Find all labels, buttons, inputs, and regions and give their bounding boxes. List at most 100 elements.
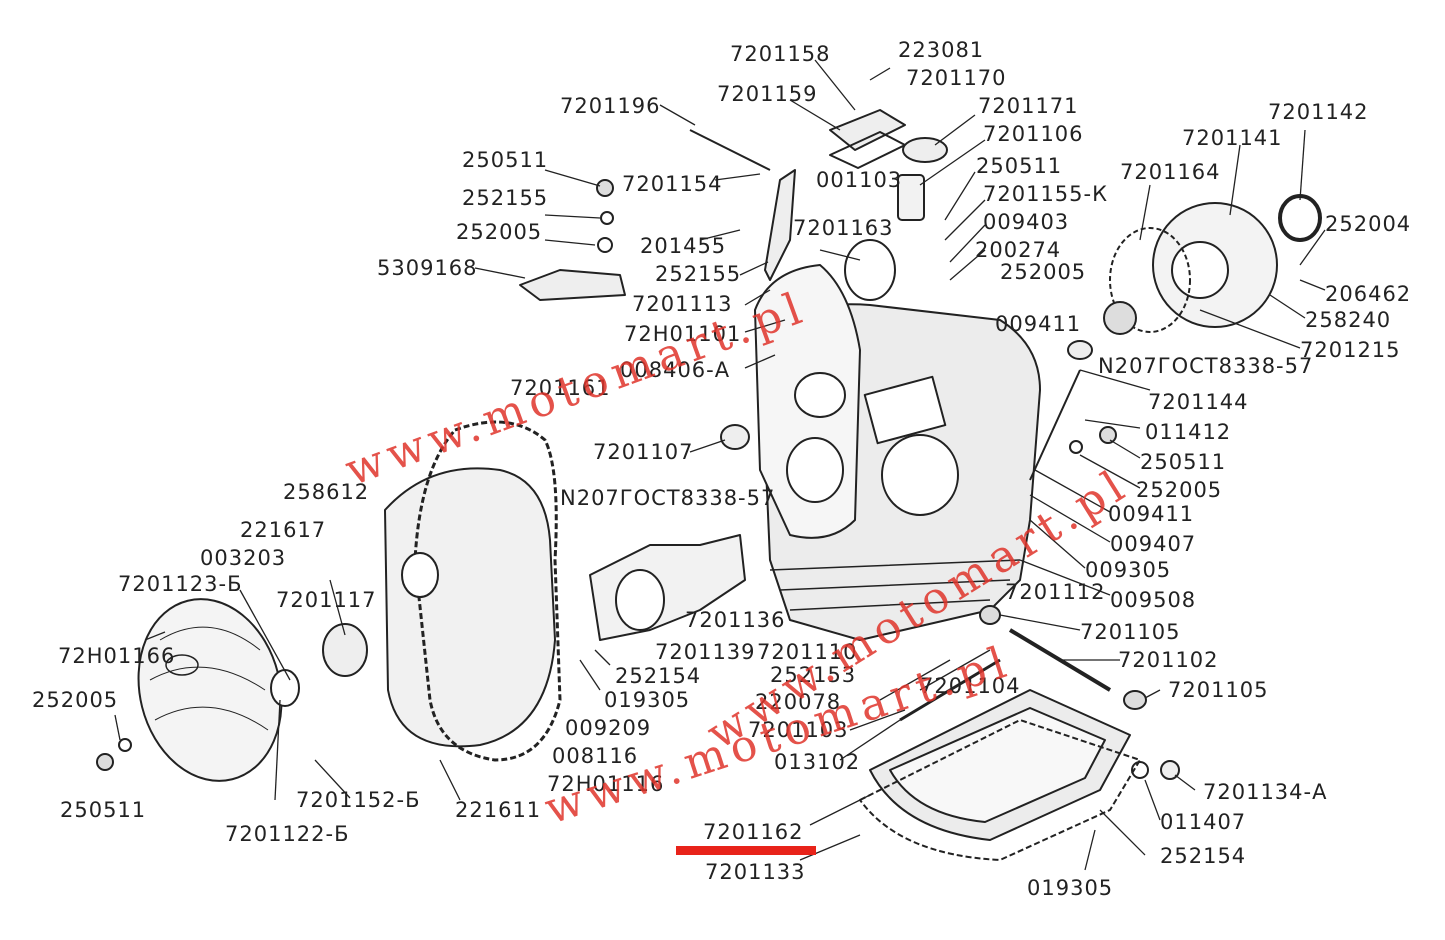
label-7201105-a: 7201105	[1080, 620, 1181, 644]
label-7201112: 7201112	[1005, 580, 1106, 604]
label-7201155-k: 7201155-К	[983, 182, 1109, 206]
rear-bearing	[1103, 301, 1137, 335]
label-252004: 252004	[1325, 212, 1412, 236]
label-011407: 011407	[1160, 810, 1247, 834]
cylinder-bore-1	[794, 372, 846, 418]
label-5309168: 5309168	[377, 256, 478, 280]
label-019305-a: 019305	[604, 688, 691, 712]
label-252155-b: 252155	[655, 262, 742, 286]
oil-sump-inner	[889, 707, 1106, 823]
label-252154-b: 252154	[1160, 844, 1247, 868]
bearing-cup	[401, 552, 439, 598]
label-250511-b: 250511	[976, 154, 1063, 178]
label-7201103: 7201103	[748, 718, 849, 742]
highlight-underline	[676, 846, 816, 855]
cylinder-bore-2	[786, 437, 844, 503]
label-7201144: 7201144	[1148, 390, 1249, 414]
label-7201105-b: 7201105	[1168, 678, 1269, 702]
label-7201110: 7201110	[757, 640, 858, 664]
label-250511-c: 250511	[1140, 450, 1227, 474]
seal-ring	[270, 669, 300, 707]
label-009305: 009305	[1085, 558, 1172, 582]
label-009411-a: 009411	[995, 312, 1082, 336]
label-7201142: 7201142	[1268, 100, 1369, 124]
drain-washer	[1131, 761, 1149, 779]
cylinder-port	[863, 375, 947, 445]
washer-252005	[597, 237, 613, 253]
label-7201106: 7201106	[983, 122, 1084, 146]
label-7201196: 7201196	[560, 94, 661, 118]
label-001103: 001103	[816, 168, 903, 192]
label-7201215: 7201215	[1300, 338, 1401, 362]
label-7201158: 7201158	[730, 42, 831, 66]
label-7201161: 7201161	[510, 376, 611, 400]
label-252005-c: 252005	[1136, 478, 1223, 502]
label-7201133: 7201133	[705, 860, 806, 884]
label-252154-a: 252154	[615, 664, 702, 688]
cylinder-bore-3	[881, 434, 959, 516]
rear-oil-seal	[1278, 194, 1322, 242]
rear-cover-bore	[1171, 241, 1229, 299]
label-n207-gost-b: N207ГОСТ8338-57	[560, 486, 776, 510]
label-250511-a: 250511	[462, 148, 549, 172]
label-200274: 200274	[975, 238, 1062, 262]
label-220078: 220078	[755, 690, 842, 714]
filler-sleeve	[897, 174, 925, 221]
label-008406-a: 008406-А	[620, 358, 731, 382]
drain-plug	[1160, 760, 1180, 780]
label-221611: 221611	[455, 798, 542, 822]
crankcase-left-cover	[384, 467, 556, 748]
breather-plate	[829, 109, 906, 151]
label-7201154: 7201154	[622, 172, 723, 196]
label-7201141: 7201141	[1182, 126, 1283, 150]
bearing-housing-bore	[615, 569, 665, 631]
bearing-seal	[322, 623, 368, 677]
label-7201102: 7201102	[1118, 648, 1219, 672]
roller-7201107	[720, 424, 750, 450]
nut-right	[1099, 426, 1117, 444]
gasket-ring	[844, 239, 896, 301]
label-009209: 009209	[565, 716, 652, 740]
dipstick-cap	[1067, 340, 1093, 360]
label-252155-a: 252155	[462, 186, 549, 210]
label-011412: 011412	[1145, 420, 1232, 444]
side-cover-small-ribs	[149, 626, 269, 731]
label-009411-b: 009411	[1108, 502, 1195, 526]
washer-252155	[600, 211, 614, 225]
lever-bracket	[519, 269, 626, 301]
label-252005-d: 252005	[32, 688, 119, 712]
pipe-rod	[899, 658, 1001, 722]
cover-emblem	[165, 654, 199, 676]
label-7201152-b: 7201152-Б	[296, 788, 421, 812]
seal-7201105	[1123, 690, 1147, 710]
label-7201117: 7201117	[276, 588, 377, 612]
shift-lever	[764, 169, 796, 281]
label-7201164: 7201164	[1120, 160, 1221, 184]
block-ribs	[769, 559, 1021, 611]
label-n207-gost-a: N207ГОСТ8338-57	[1098, 354, 1314, 378]
label-7201123-b: 7201123-Б	[118, 572, 243, 596]
label-72h01101: 72Н01101	[624, 322, 742, 346]
label-009403: 009403	[983, 210, 1070, 234]
label-7201162: 7201162	[703, 820, 804, 844]
seal-7201105-upper	[979, 605, 1001, 625]
label-201455: 201455	[640, 234, 727, 258]
leader-lines	[114, 59, 1326, 871]
label-013102: 013102	[774, 750, 861, 774]
sump-gasket	[859, 719, 1141, 861]
label-258612: 258612	[283, 480, 370, 504]
label-7201104: 7201104	[920, 674, 1021, 698]
label-223081: 223081	[898, 38, 985, 62]
label-206462: 206462	[1325, 282, 1412, 306]
washer-lower	[118, 738, 132, 752]
label-7201171: 7201171	[978, 94, 1079, 118]
label-7201107: 7201107	[593, 440, 694, 464]
label-258240: 258240	[1305, 308, 1392, 332]
nut-250511	[596, 179, 614, 197]
label-009508: 009508	[1110, 588, 1197, 612]
label-252005-b: 252005	[1000, 260, 1087, 284]
label-250511-d: 250511	[60, 798, 147, 822]
label-019305-b: 019305	[1027, 876, 1114, 900]
label-003203: 003203	[200, 546, 287, 570]
